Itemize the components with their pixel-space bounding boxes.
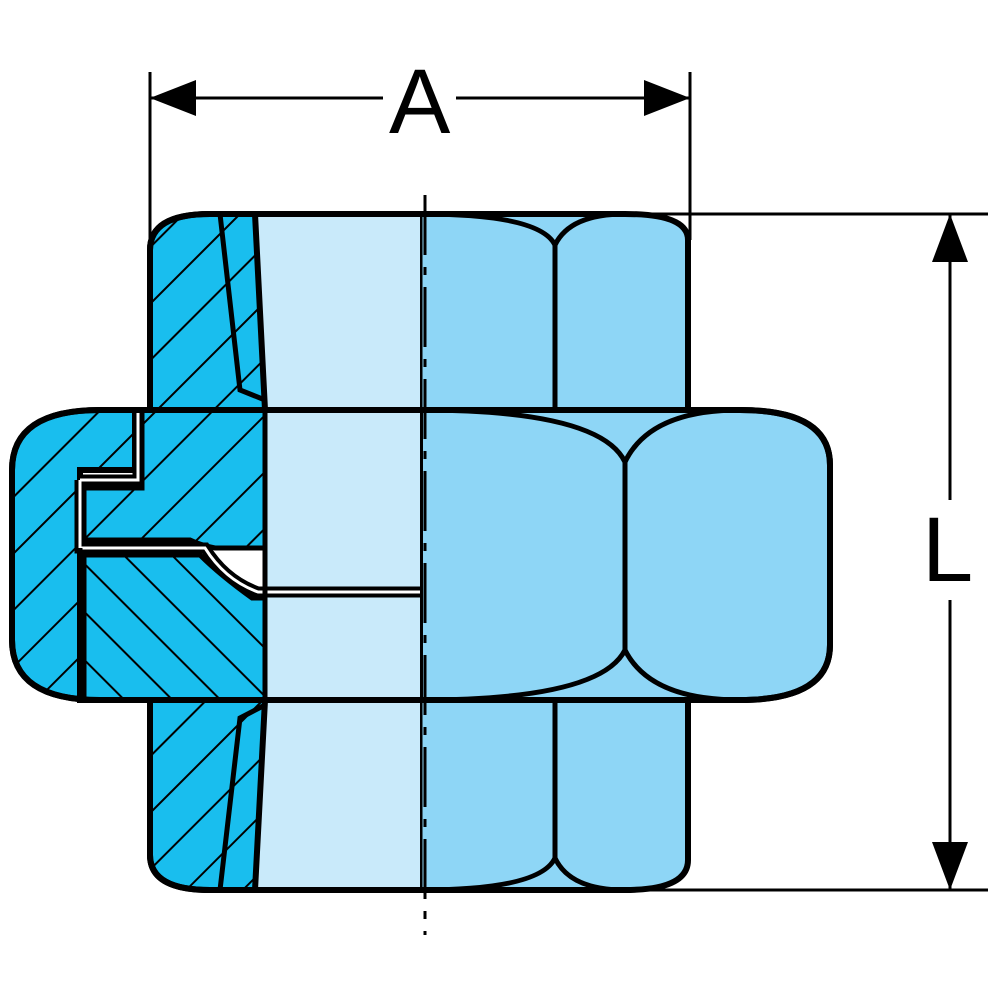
seal-gap-white	[78, 410, 420, 594]
nut-hex-face-divider	[419, 407, 628, 703]
nut-outline	[9, 407, 833, 703]
bottom-tailpiece	[147, 697, 691, 893]
dimension-l-arrow-top	[932, 214, 968, 262]
top-section-hatch	[147, 211, 269, 413]
nut-bore	[265, 410, 420, 700]
dimension-a-arrow-left	[150, 80, 196, 116]
dimension-a-label: A	[383, 56, 457, 148]
bottom-section-hatch	[147, 697, 269, 893]
top-thread-line	[217, 213, 266, 403]
top-bore	[255, 214, 420, 410]
dimension-a-arrow-right	[644, 80, 690, 116]
bottom-thread-line	[217, 702, 267, 891]
top-outline	[147, 211, 691, 410]
top-bore-wall	[252, 213, 268, 411]
bottom-bore-wall	[252, 699, 268, 891]
dimension-l-arrow-bottom	[932, 842, 968, 890]
top-tailpiece	[147, 211, 691, 413]
bottom-outline	[147, 700, 691, 893]
dimension-l-label: L	[918, 500, 978, 600]
bottom-bore	[255, 700, 420, 890]
union-nut	[9, 407, 833, 703]
